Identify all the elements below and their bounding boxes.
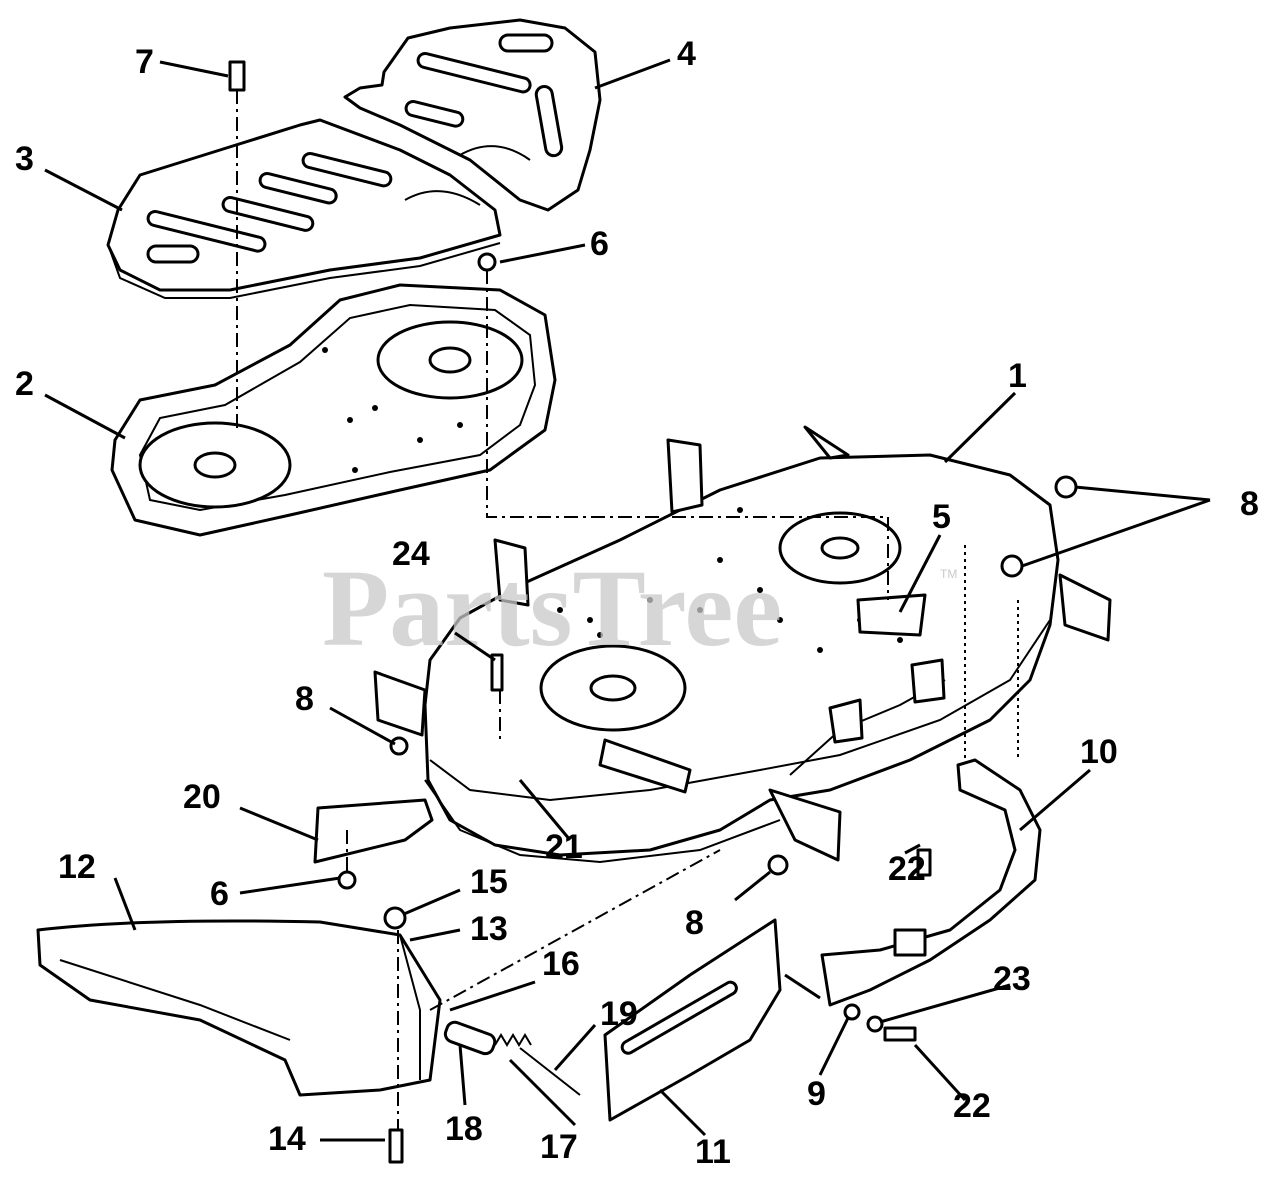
watermark-tm: TM xyxy=(940,567,957,581)
callout-6-bottom: 6 xyxy=(210,875,229,913)
belt-cover-bottom-part xyxy=(106,118,502,299)
nut-8-right-top xyxy=(1054,475,1078,499)
callout-6-top: 6 xyxy=(590,225,609,263)
callout-13: 13 xyxy=(470,910,508,948)
callout-2: 2 xyxy=(15,365,34,403)
callout-23: 23 xyxy=(993,960,1031,998)
spring-17 xyxy=(494,1033,532,1047)
baffle-part xyxy=(603,918,782,1122)
callout-14: 14 xyxy=(268,1120,306,1158)
callout-1: 1 xyxy=(1008,357,1027,395)
belt-cover-top-part xyxy=(343,18,602,212)
bolt-22-upper xyxy=(916,848,932,877)
bolt-22-lower xyxy=(883,1026,917,1042)
callout-24: 24 xyxy=(392,535,430,573)
callout-16: 16 xyxy=(542,945,580,983)
callout-7: 7 xyxy=(135,43,154,81)
mower-deck-part xyxy=(373,425,1112,864)
deflector-shield-part xyxy=(313,798,434,864)
watermark: PartsTree xyxy=(322,547,782,669)
bushing-18 xyxy=(443,1020,497,1056)
callout-10: 10 xyxy=(1080,733,1118,771)
washer-23 xyxy=(866,1015,884,1033)
nut-6-top xyxy=(477,252,497,272)
nut-8-bottom xyxy=(767,854,789,876)
callout-15: 15 xyxy=(470,863,508,901)
bolt-14 xyxy=(388,1128,404,1164)
callout-3: 3 xyxy=(15,140,34,178)
callout-labels: 1 2 3 4 5 6 6 7 8 8 8 9 10 11 12 13 14 1… xyxy=(15,35,1259,1171)
rod-19 xyxy=(519,1047,581,1096)
callout-12: 12 xyxy=(58,848,96,886)
nut-8-left xyxy=(389,736,409,756)
discharge-chute-part xyxy=(36,919,442,1097)
assembly-lines xyxy=(236,90,1019,1130)
callout-11: 11 xyxy=(695,1133,731,1171)
nut-8-right xyxy=(1000,554,1024,578)
callout-18: 18 xyxy=(445,1110,483,1148)
callout-21: 21 xyxy=(545,828,583,866)
callout-17: 17 xyxy=(540,1128,578,1166)
callout-4: 4 xyxy=(677,35,696,73)
callout-8-bottom: 8 xyxy=(685,904,704,942)
bolt-24 xyxy=(490,653,504,692)
callout-22-lower: 22 xyxy=(953,1087,991,1125)
callout-9: 9 xyxy=(807,1075,826,1113)
callout-8-left: 8 xyxy=(295,680,314,718)
washer-15 xyxy=(383,906,407,930)
hardware-group xyxy=(228,60,1078,1164)
nut-6-bottom xyxy=(337,870,357,890)
callout-8-right: 8 xyxy=(1240,485,1259,523)
leader-lines xyxy=(44,58,1211,1142)
callout-22-upper: 22 xyxy=(888,850,926,888)
nut-9 xyxy=(843,1003,861,1021)
callout-5: 5 xyxy=(932,498,951,536)
callout-20: 20 xyxy=(183,778,221,816)
pulley-cover-pan-part xyxy=(110,283,557,537)
callout-19: 19 xyxy=(600,995,638,1033)
bolt-7 xyxy=(228,60,246,92)
